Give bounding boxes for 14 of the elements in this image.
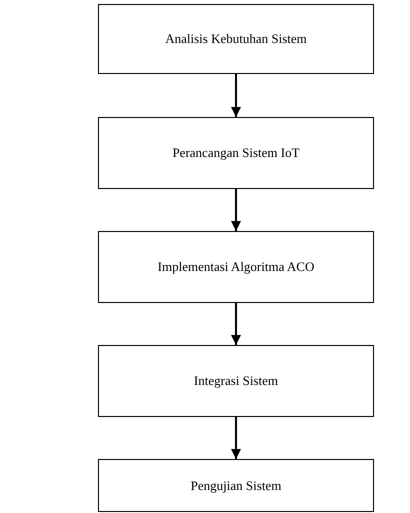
arrow — [231, 303, 241, 345]
step-label: Integrasi Sistem — [194, 373, 278, 389]
process-box — [98, 345, 374, 417]
arrow — [231, 417, 241, 459]
process-box — [98, 231, 374, 303]
arrow — [231, 74, 241, 117]
step-label: Pengujian Sistem — [190, 478, 282, 494]
process-box — [98, 4, 374, 74]
step-label: Perancangan Sistem IoT — [172, 145, 300, 161]
step-label: Analisis Kebutuhan Sistem — [165, 31, 307, 47]
process-box — [98, 117, 374, 189]
process-box — [98, 459, 374, 512]
step-label: Implementasi Algoritma ACO — [158, 259, 314, 275]
arrow — [231, 189, 241, 231]
